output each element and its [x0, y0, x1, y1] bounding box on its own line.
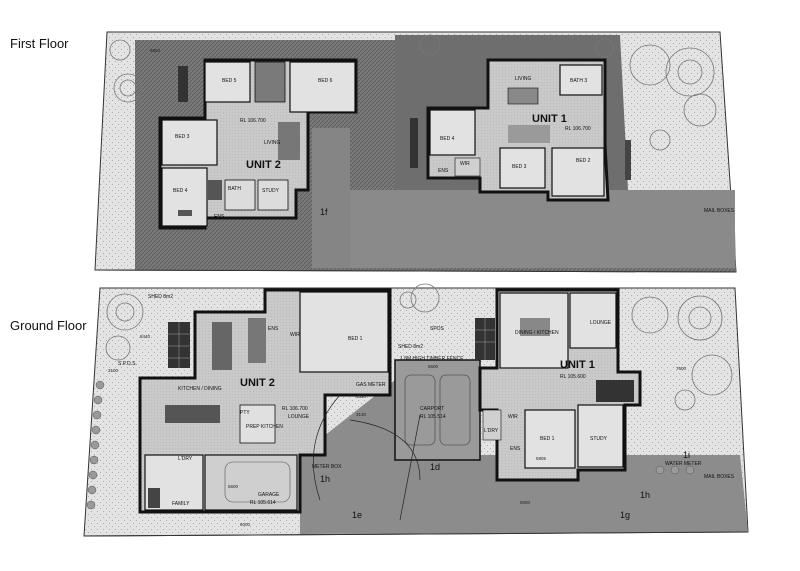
zone-label: 1h	[640, 490, 650, 500]
dimension-text: 7600	[676, 366, 687, 371]
room-label: LOUNGE	[288, 414, 310, 420]
room-label: BED 5	[222, 78, 237, 84]
room-label: BATH	[228, 186, 241, 192]
meter-box-text: METER BOX	[312, 464, 342, 470]
room-label: SHED 8m2	[148, 294, 173, 300]
room-label: STUDY	[262, 188, 280, 194]
zone-label: 1f	[320, 207, 328, 217]
rl-text: RL 105.600	[560, 374, 586, 380]
room-label: ENS	[510, 446, 521, 452]
zone-label: 1g	[620, 510, 630, 520]
rl-text: RL 106.700	[282, 406, 308, 412]
zone-label: 1d	[430, 462, 440, 472]
dimension-text: 5000	[520, 500, 531, 505]
ground-floor-plan	[83, 283, 749, 537]
room-label: WIR	[460, 161, 470, 167]
dimension-text: 4510	[356, 394, 367, 399]
gas-meter-text: GAS METER	[356, 382, 386, 388]
room-label: WIR	[508, 414, 518, 420]
dimension-text: 6000	[240, 522, 251, 527]
room-label: BED 4	[440, 136, 455, 142]
room-label: PREP KITCHEN	[246, 424, 283, 430]
room-label: LIVING	[515, 76, 532, 82]
dimension-text: 5600	[428, 364, 439, 369]
room-label: L'DRY	[484, 428, 499, 434]
room-label: BED 3	[175, 134, 190, 140]
first-unit2-label: UNIT 2	[246, 159, 281, 171]
water-meter-text: WATER METER	[665, 461, 702, 467]
ground-unit2-label: UNIT 2	[240, 377, 275, 389]
ground-unit1-label: UNIT 1	[560, 359, 595, 371]
rl-text: RL 105.514	[420, 414, 446, 420]
room-label: BED 2	[576, 158, 591, 164]
dimension-text: 6550	[150, 48, 161, 53]
room-label: DINING / KITCHEN	[515, 330, 559, 336]
fence-note: 1.8M HIGH TIMBER FENCE	[400, 356, 464, 362]
room-label: BED 4	[173, 188, 188, 194]
room-label: BED 3	[512, 164, 527, 170]
room-label: SHED 8m2	[398, 344, 423, 350]
room-label: LOUNGE	[590, 320, 612, 326]
room-label: SPOS	[430, 326, 445, 332]
room-label: GARAGE	[258, 492, 280, 498]
ground-floor-labels: UNIT 2 UNIT 1 BED 1 ENS WIR KITCHEN / DI…	[108, 48, 735, 527]
room-label: BATH 3	[570, 78, 587, 84]
first-unit1-label: UNIT 1	[532, 113, 567, 125]
room-label: S.P.O.S.	[118, 361, 137, 367]
room-label: STUDY	[590, 436, 608, 442]
room-label: ENS	[438, 168, 449, 174]
first-floor-plan	[94, 31, 737, 273]
room-label: PTY	[240, 410, 250, 416]
room-label: BED 6	[318, 78, 333, 84]
room-label: ENS	[268, 326, 279, 332]
level-text: RL 106.700	[565, 126, 591, 132]
mail-boxes-text: MAIL BOXES	[704, 474, 735, 480]
mail-boxes-text: MAIL BOXES	[704, 208, 735, 214]
dimension-text: 3130	[356, 412, 367, 417]
level-text: RL 106.700	[240, 118, 266, 124]
ground-floor-title: Ground Floor	[10, 318, 87, 333]
room-label: BED 1	[348, 336, 363, 342]
dimension-text: 5600	[228, 484, 239, 489]
room-label: ENS	[214, 214, 225, 220]
first-floor-labels: UNIT 2 UNIT 1 BED 5 BED 6 BED 3 BED 4 LI…	[173, 76, 735, 220]
zone-label: 1h	[320, 474, 330, 484]
room-label: CARPORT	[420, 406, 444, 412]
room-label: KITCHEN / DINING	[178, 386, 222, 392]
dimension-text: 3100	[108, 368, 119, 373]
zone-label: 1i	[683, 450, 690, 460]
room-label: BED 1	[540, 436, 555, 442]
dimension-text: 8440	[140, 334, 151, 339]
first-floor-title: First Floor	[10, 36, 69, 51]
room-label: WIR	[290, 332, 300, 338]
dimension-text: 5805	[536, 456, 547, 461]
room-label: LIVING	[264, 140, 281, 146]
zone-label: 1e	[352, 510, 362, 520]
room-label: L'DRY	[178, 456, 193, 462]
rl-text: RL 105.614	[250, 500, 276, 506]
room-label: FAMILY	[172, 501, 190, 507]
